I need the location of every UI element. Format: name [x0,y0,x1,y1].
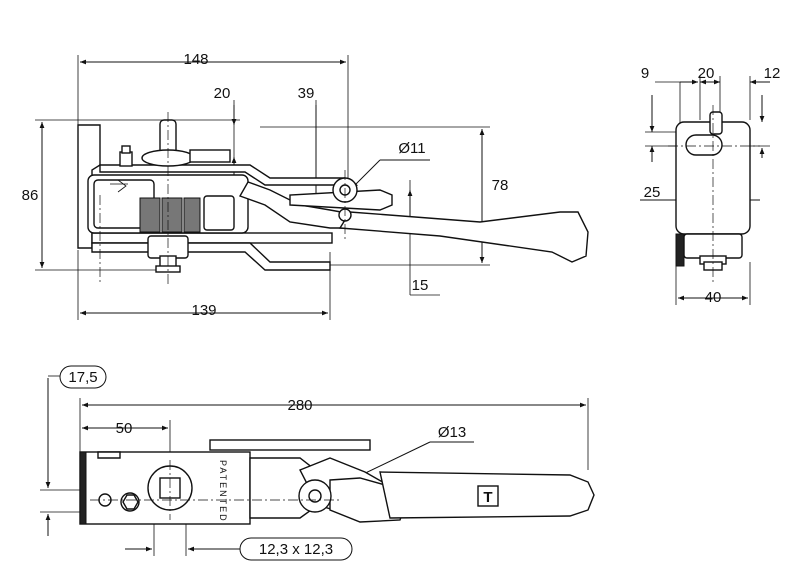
dim-12-label: 12 [764,65,781,82]
dim-78-label: 78 [492,177,509,194]
dim-25-label: 25 [644,184,661,201]
dim-15-label: 15 [412,277,429,294]
dim-17-5-label: 17,5 [68,369,97,386]
side-view: 148 20 39 Ø11 86 78 15 139 [22,51,589,320]
dim-20-end-label: 20 [698,65,715,82]
dim-square-label: 12,3 x 12,3 [259,541,333,558]
dim-139-label: 139 [191,302,216,319]
dim-280-label: 280 [287,397,312,414]
dim-diameter-pin-label: Ø11 [398,140,425,157]
dim-diameter-hole-label: Ø13 [438,424,466,441]
dim-40-label: 40 [705,289,722,306]
logo-mark: T [483,489,492,506]
dim-20-label: 20 [214,85,231,102]
top-view: PATENTED T 17,5 280 50 Ø13 12,3 x 12,3 [40,365,595,561]
dim-50-label: 50 [116,420,133,437]
dim-86-label: 86 [22,187,39,204]
dim-39-label: 39 [298,85,315,102]
end-view: 9 20 12 25 40 [640,65,780,306]
dim-9-label: 9 [641,65,649,82]
patented-stamp: PATENTED [218,460,228,523]
dim-148-label: 148 [183,51,208,68]
